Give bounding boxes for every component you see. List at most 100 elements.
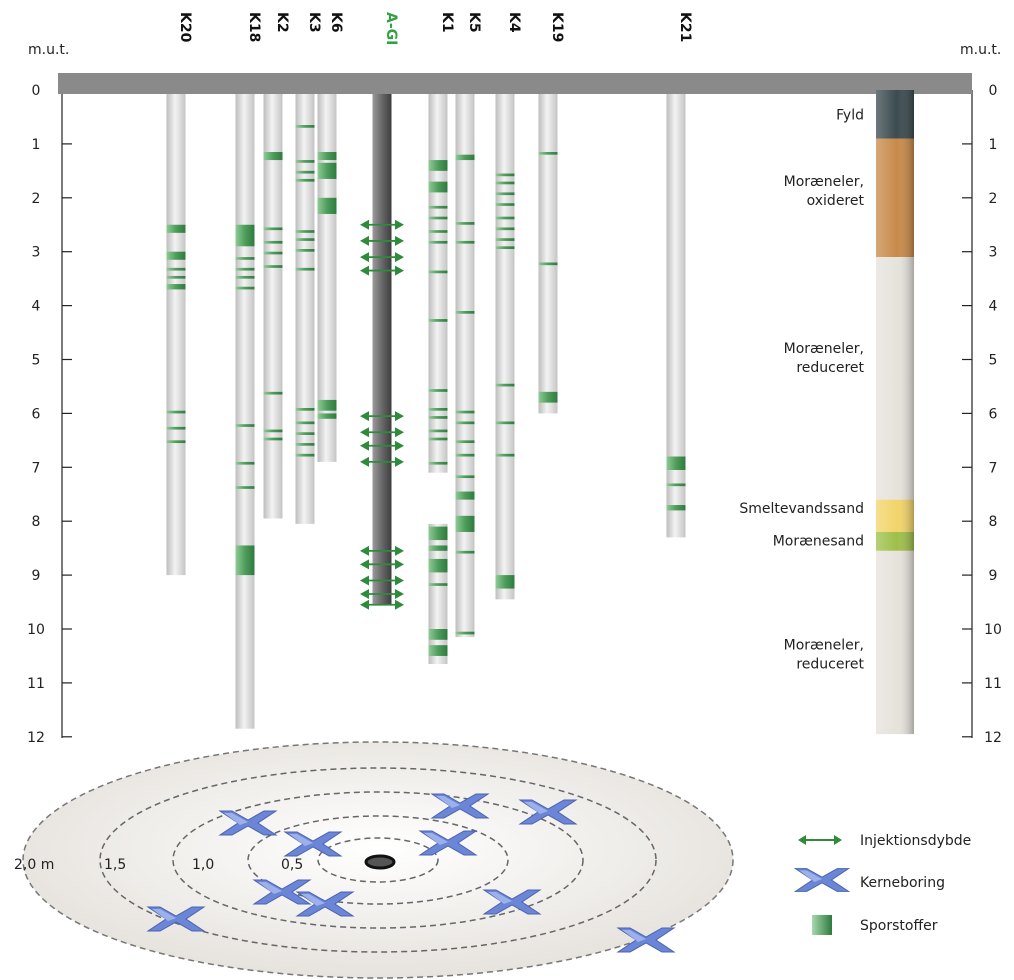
legend: Injektionsdybde Kerneboring Sporstoffer	[793, 833, 971, 935]
tracer-band	[166, 275, 186, 279]
injection-legend-icon	[798, 835, 842, 845]
tracer-band	[428, 230, 448, 233]
tracer-band	[666, 483, 686, 487]
ring-label-2-0: 2,0 m	[14, 857, 54, 873]
tracer-band	[235, 545, 255, 576]
tracer-band	[455, 491, 475, 500]
coring-cross-icon	[295, 891, 355, 917]
tracer-band	[235, 461, 255, 465]
injection-arrow	[360, 235, 404, 246]
tracer-band	[455, 310, 475, 314]
tracer-band	[428, 526, 448, 541]
geology-label: Moræneler,	[784, 341, 864, 357]
tick-label-left: 10	[27, 622, 45, 638]
tracer-band	[235, 286, 255, 290]
tracer-band	[495, 575, 515, 589]
tracer-band	[295, 230, 315, 233]
tracer-band	[455, 421, 475, 425]
tracer-band	[317, 162, 337, 179]
borehole-label: K18	[246, 12, 262, 42]
tracer-band	[495, 173, 515, 177]
geology-label: reduceret	[796, 360, 864, 376]
injection-arrow	[360, 440, 404, 451]
coring-cross-icon	[252, 879, 312, 905]
injection-borehole-column	[372, 94, 392, 605]
tracer-band	[428, 429, 448, 433]
tick-label-right: 10	[984, 622, 1002, 638]
tracer-band	[295, 170, 315, 174]
borehole-column	[295, 94, 315, 524]
tracer-band	[295, 421, 315, 425]
tracer-band	[428, 216, 448, 220]
coring-points	[146, 793, 676, 953]
tracer-band	[235, 486, 255, 489]
tracer-band	[295, 238, 315, 241]
tick-label-left: 12	[27, 730, 45, 746]
ground-surface-bar	[58, 73, 972, 94]
tick-label-left: 3	[32, 245, 41, 261]
tracer-band	[538, 262, 558, 266]
tick-label-left: 2	[32, 191, 41, 207]
tick-label-left: 5	[32, 353, 41, 369]
injection-arrow	[360, 427, 404, 438]
borehole-column	[666, 94, 686, 538]
injection-arrow	[360, 599, 404, 610]
borehole-column	[538, 94, 558, 414]
tracer-band	[455, 222, 475, 225]
borehole-label: K20	[177, 12, 193, 43]
tracer-band	[166, 426, 186, 430]
tick-label-right: 8	[989, 514, 998, 530]
injection-arrow	[360, 252, 404, 263]
geology-label: Moræneler,	[784, 638, 864, 654]
injection-arrow	[360, 265, 404, 276]
tracer-band	[428, 319, 448, 322]
borehole-label: K3	[306, 12, 322, 33]
tick-label-right: 12	[984, 730, 1002, 746]
tracer-band	[428, 583, 448, 586]
tracer-band	[263, 265, 283, 268]
tracer-band	[263, 240, 283, 244]
tracer-band	[428, 408, 448, 411]
tick-label-left: 4	[32, 299, 41, 315]
tracer-band	[428, 205, 448, 209]
injection-arrow	[360, 575, 404, 586]
tracer-band	[428, 416, 448, 419]
tick-label-right: 1	[989, 137, 998, 153]
tracer-band	[263, 429, 283, 433]
borehole-label: K19	[549, 12, 565, 42]
tracer-band	[166, 267, 186, 271]
legend-tracer-label: Sporstoffer	[860, 918, 938, 934]
tick-label-left: 8	[32, 514, 41, 530]
tracer-band	[235, 224, 255, 247]
borehole-label: K6	[328, 12, 344, 33]
borehole-column	[495, 94, 515, 600]
geology-label: Smeltevandssand	[739, 501, 864, 517]
tracer-band	[166, 224, 186, 233]
tracer-band	[495, 192, 515, 196]
tracer-band	[263, 227, 283, 231]
ring-label-0-5: 0,5	[281, 857, 303, 873]
geology-label: reduceret	[796, 657, 864, 673]
tracer-band	[317, 151, 337, 161]
tracer-band	[295, 178, 315, 182]
ring-1-5	[99, 767, 657, 953]
tracer-band	[455, 550, 475, 554]
coring-cross-icon	[218, 810, 278, 836]
geology-label: oxideret	[807, 193, 865, 209]
tracer-band	[455, 515, 475, 532]
tracer-band	[455, 475, 475, 479]
tracer-band	[428, 437, 448, 441]
tick-label-right: 5	[989, 353, 998, 369]
legend-coring-label: Kerneboring	[860, 875, 945, 891]
tracer-band	[295, 432, 315, 435]
ring-label-1-5: 1,5	[104, 857, 126, 873]
geology-label: Moræneler,	[784, 174, 864, 190]
borehole-label: K5	[466, 12, 482, 33]
tracer-band	[235, 257, 255, 260]
plan-view: 2,0 m 1,5 1,0 0,5	[14, 741, 734, 979]
tick-label-right: 4	[989, 299, 998, 315]
geology-label: Fyld	[836, 108, 864, 124]
